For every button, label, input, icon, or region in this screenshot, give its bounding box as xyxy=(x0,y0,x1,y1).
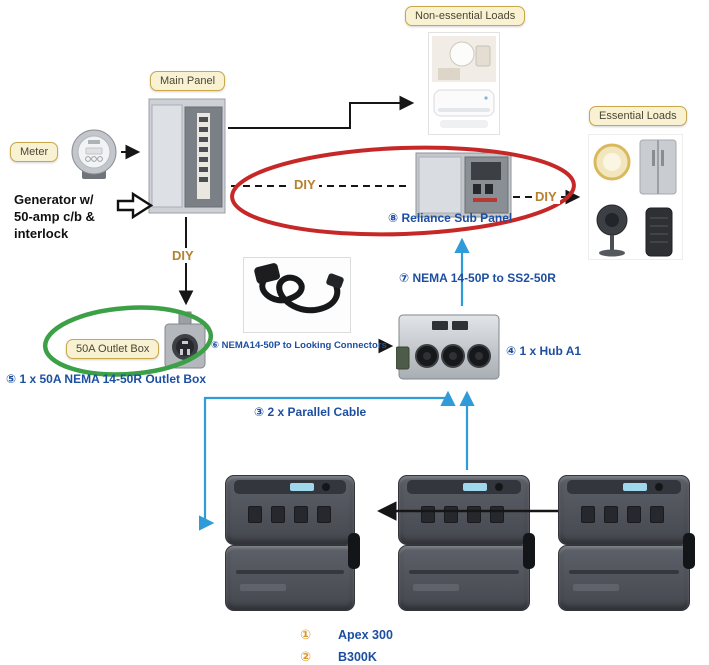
meter-badge: Meter xyxy=(10,142,59,162)
battery-ports xyxy=(581,506,664,523)
battery-side-handle xyxy=(523,533,535,569)
battery-power-button xyxy=(495,483,503,491)
b300k-unit xyxy=(225,545,355,611)
sub-panel-illustration xyxy=(415,152,512,218)
battery-stack-right xyxy=(558,475,695,611)
legend-item-apex300: ① Apex 300 xyxy=(300,624,393,646)
battery-brand-plate xyxy=(240,584,286,591)
b300k-unit xyxy=(398,545,530,611)
battery-side-handle xyxy=(348,533,360,569)
nema-to-ss2-label: ⑦ NEMA 14-50P to SS2-50R xyxy=(399,271,556,285)
battery-side-handle xyxy=(683,533,695,569)
essential-loads-icon xyxy=(588,134,683,260)
reliance-sub-panel-label: ⑧ Reliance Sub Panel xyxy=(388,211,513,225)
generator-note-line1: Generator w/ xyxy=(14,192,94,207)
generator-note: Generator w/ 50-amp c/b & interlock xyxy=(14,191,95,242)
battery-brand-plate xyxy=(573,584,619,591)
apex300-unit xyxy=(558,475,690,545)
generator-note-line3: interlock xyxy=(14,226,69,241)
diy-label-panel-to-subpanel: DIY xyxy=(291,177,319,192)
essential-loads-badge: Essential Loads xyxy=(589,106,687,126)
apex300-unit xyxy=(398,475,530,545)
cord-icon xyxy=(243,257,351,333)
outlet-box-icon xyxy=(164,311,206,369)
battery-groove xyxy=(569,570,679,574)
hub-label: ④ 1 x Hub A1 xyxy=(506,344,582,358)
diy-label-subpanel-to-loads: DIY xyxy=(532,189,560,204)
battery-power-button xyxy=(322,483,330,491)
arrow-panel-to-non-essential xyxy=(228,95,415,129)
main-panel-icon xyxy=(148,98,226,214)
parallel-cable-label: ③ 2 x Parallel Cable xyxy=(254,405,367,419)
essential-loads-illustration xyxy=(588,134,683,260)
battery-stack-middle xyxy=(398,475,535,611)
hub-illustration xyxy=(395,311,502,383)
battery-brand-plate xyxy=(413,584,459,591)
sub-panel-icon xyxy=(415,152,512,218)
non-essential-loads-icon xyxy=(428,32,500,135)
non-essential-loads-illustration xyxy=(428,32,500,135)
outlet-box-step-label: ⑤ 1 x 50A NEMA 14-50R Outlet Box xyxy=(6,372,206,386)
main-panel-illustration xyxy=(147,97,227,215)
outlet-box-illustration xyxy=(158,310,212,372)
b300k-unit xyxy=(558,545,690,611)
battery-groove xyxy=(236,570,344,574)
legend-number-1: ① xyxy=(300,627,312,642)
apex300-unit xyxy=(225,475,355,545)
battery-stack-left xyxy=(225,475,360,611)
legend-number-2: ② xyxy=(300,649,312,664)
battery-groove xyxy=(409,570,519,574)
nema-to-locking-label: ⑥ NEMA14-50P to Looking Connectors xyxy=(211,340,387,351)
legend: ① Apex 300 ② B300K xyxy=(300,624,393,665)
battery-screen xyxy=(463,483,487,491)
battery-top-strip xyxy=(234,480,346,494)
legend-label-b300k: B300K xyxy=(338,650,377,664)
outlet-box-badge: 50A Outlet Box xyxy=(66,339,160,359)
cord-illustration xyxy=(243,257,351,333)
battery-power-button xyxy=(655,483,663,491)
meter-illustration xyxy=(68,126,120,182)
generator-note-line2: 50-amp c/b & xyxy=(14,209,95,224)
hub-icon xyxy=(395,314,500,380)
non-essential-loads-badge: Non-essential Loads xyxy=(405,6,526,26)
main-panel-badge: Main Panel xyxy=(150,71,226,91)
battery-ports xyxy=(421,506,504,523)
diy-label-panel-to-outlet: DIY xyxy=(169,248,197,263)
meter-icon xyxy=(71,129,117,179)
battery-top-strip xyxy=(407,480,521,494)
legend-label-apex300: Apex 300 xyxy=(338,628,393,642)
battery-screen xyxy=(290,483,314,491)
battery-ports xyxy=(248,506,331,523)
battery-screen xyxy=(623,483,647,491)
legend-item-b300k: ② B300K xyxy=(300,646,393,665)
battery-top-strip xyxy=(567,480,681,494)
red-emphasis-circle xyxy=(230,145,576,237)
